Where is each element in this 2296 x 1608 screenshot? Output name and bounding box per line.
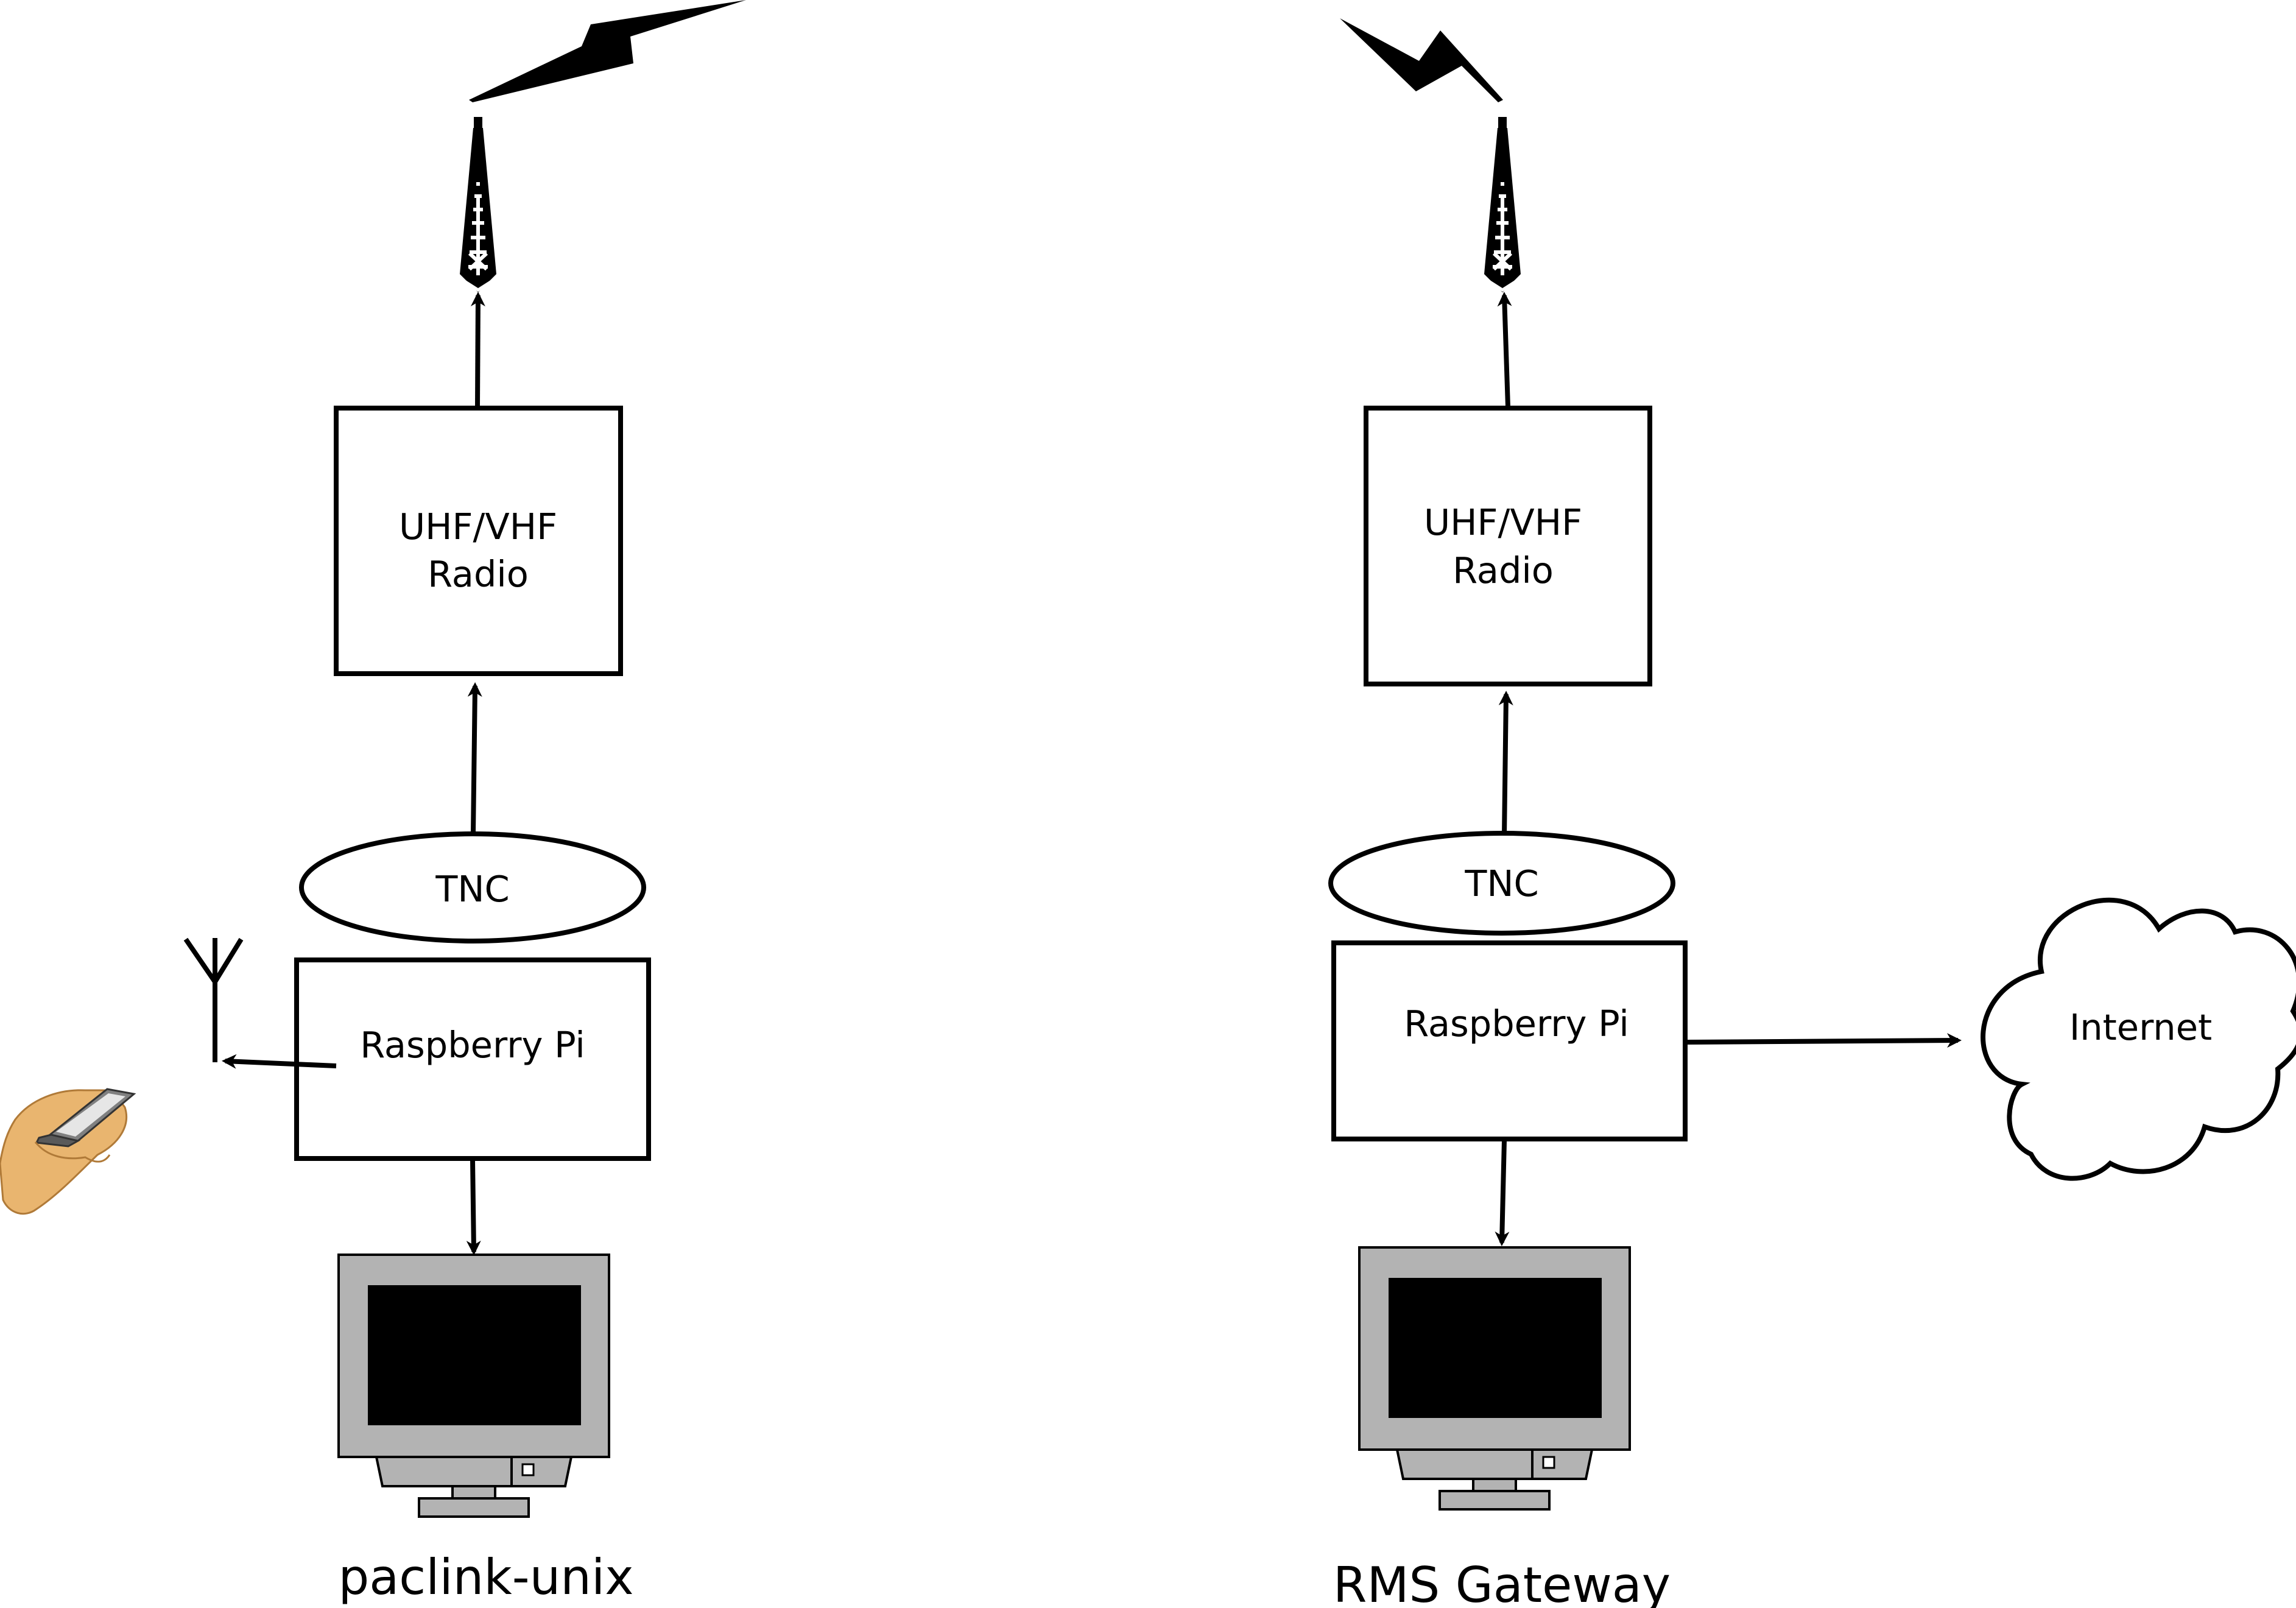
tnc-to-radio-arrow xyxy=(467,682,482,834)
radio-to-tower-arrow xyxy=(470,292,485,407)
tnc-to-radio-arrow xyxy=(1498,691,1513,836)
pi-to-antenna-arrow xyxy=(222,1054,337,1069)
radio-label-line2: Radio xyxy=(428,553,529,595)
raspberry-pi-label: Raspberry Pi xyxy=(360,1024,585,1066)
station-caption: RMS Gateway xyxy=(1333,1557,1671,1608)
lightning-bolt-icon xyxy=(469,0,746,102)
raspberry-pi-label: Raspberry Pi xyxy=(1404,1003,1629,1045)
monitor-icon xyxy=(337,1254,610,1518)
antenna-icon xyxy=(183,937,244,1062)
pi-to-monitor-arrow xyxy=(1495,1140,1510,1246)
cloud-label: Internet xyxy=(2069,1006,2212,1048)
radio-label-line1: UHF/VHF xyxy=(399,506,557,548)
left-station: UHF/VHF Radio TNC Raspberry Pi xyxy=(0,0,746,1606)
radio-to-tower-arrow xyxy=(1497,292,1512,407)
monitor-icon xyxy=(1358,1246,1631,1511)
radio-label-line2: Radio xyxy=(1453,549,1554,591)
radio-tower-icon xyxy=(1484,117,1521,292)
radio-box: UHF/VHF Radio xyxy=(1364,406,1652,686)
handheld-device-icon xyxy=(0,1088,136,1215)
tnc-ellipse: TNC xyxy=(1328,831,1675,936)
pi-to-internet-arrow xyxy=(1687,1033,1962,1048)
tnc-ellipse: TNC xyxy=(299,831,646,943)
raspberry-pi-box: Raspberry Pi xyxy=(294,957,651,1161)
pi-to-monitor-arrow xyxy=(466,1159,481,1255)
raspberry-pi-box: Raspberry Pi xyxy=(1331,940,1688,1141)
radio-tower-icon xyxy=(460,117,496,292)
tnc-label: TNC xyxy=(1464,862,1538,904)
cloud-icon: Internet xyxy=(1981,897,2296,1181)
right-station: UHF/VHF Radio TNC Raspberry Pi Internet … xyxy=(1328,18,2296,1608)
station-caption: paclink-unix xyxy=(338,1549,633,1606)
radio-label-line1: UHF/VHF xyxy=(1424,501,1582,543)
lightning-bolt-icon xyxy=(1340,18,1503,102)
radio-box: UHF/VHF Radio xyxy=(334,406,623,676)
tnc-label: TNC xyxy=(435,868,509,910)
